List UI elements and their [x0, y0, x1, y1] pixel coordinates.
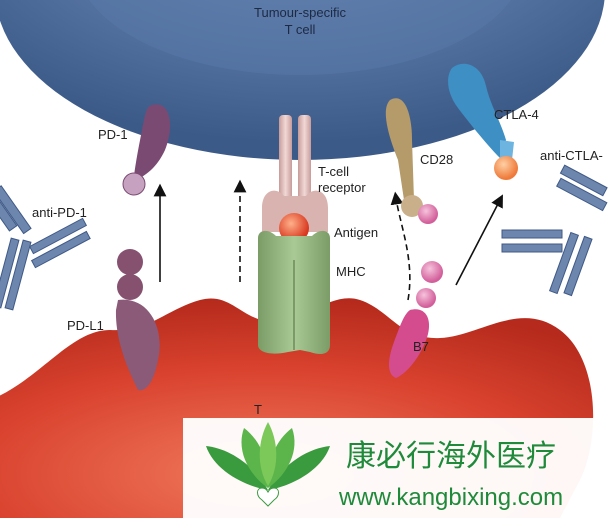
antigen-label: Antigen	[334, 225, 378, 240]
pd1-label: PD-1	[98, 127, 128, 142]
t-cell-label-line1: Tumour-specific	[254, 5, 346, 20]
tcr-label-line2: receptor	[318, 180, 366, 195]
cd28-costim-arrow	[390, 191, 411, 301]
watermark-chinese-text: 康必行海外医疗	[346, 439, 556, 474]
pdl1-ligand	[115, 249, 160, 391]
t-cell-label-line2: T cell	[285, 22, 316, 37]
antigen	[279, 213, 309, 243]
anti-ctla4-antibody	[501, 164, 608, 297]
cd28-label: CD28	[420, 152, 453, 167]
anti-pd1-antibody	[0, 184, 91, 311]
ctla4-arrow	[455, 194, 503, 286]
tumour-cell-label-partial: T	[254, 402, 262, 417]
tcr-label-line1: T-cell	[318, 164, 349, 179]
ctla4-receptor	[448, 63, 518, 180]
t-cell-nucleus	[89, 0, 511, 75]
b7-label: B7	[413, 339, 429, 354]
anti-pd1-label: anti-PD-1	[32, 205, 87, 220]
pd1-receptor	[122, 104, 171, 196]
mhc-molecule	[258, 230, 330, 354]
ctla4-label: CTLA-4	[494, 107, 539, 122]
watermark-logo-icon	[206, 422, 330, 507]
watermark-url: www.kangbixing.com	[338, 484, 563, 511]
cd28-receptor	[385, 98, 423, 217]
mhc-label: MHC	[336, 264, 366, 279]
t-cell-receptor	[262, 115, 328, 232]
anti-ctla4-label: anti-CTLA-	[540, 148, 603, 163]
b7-ligand	[389, 204, 443, 378]
pdl1-label: PD-L1	[67, 318, 104, 333]
